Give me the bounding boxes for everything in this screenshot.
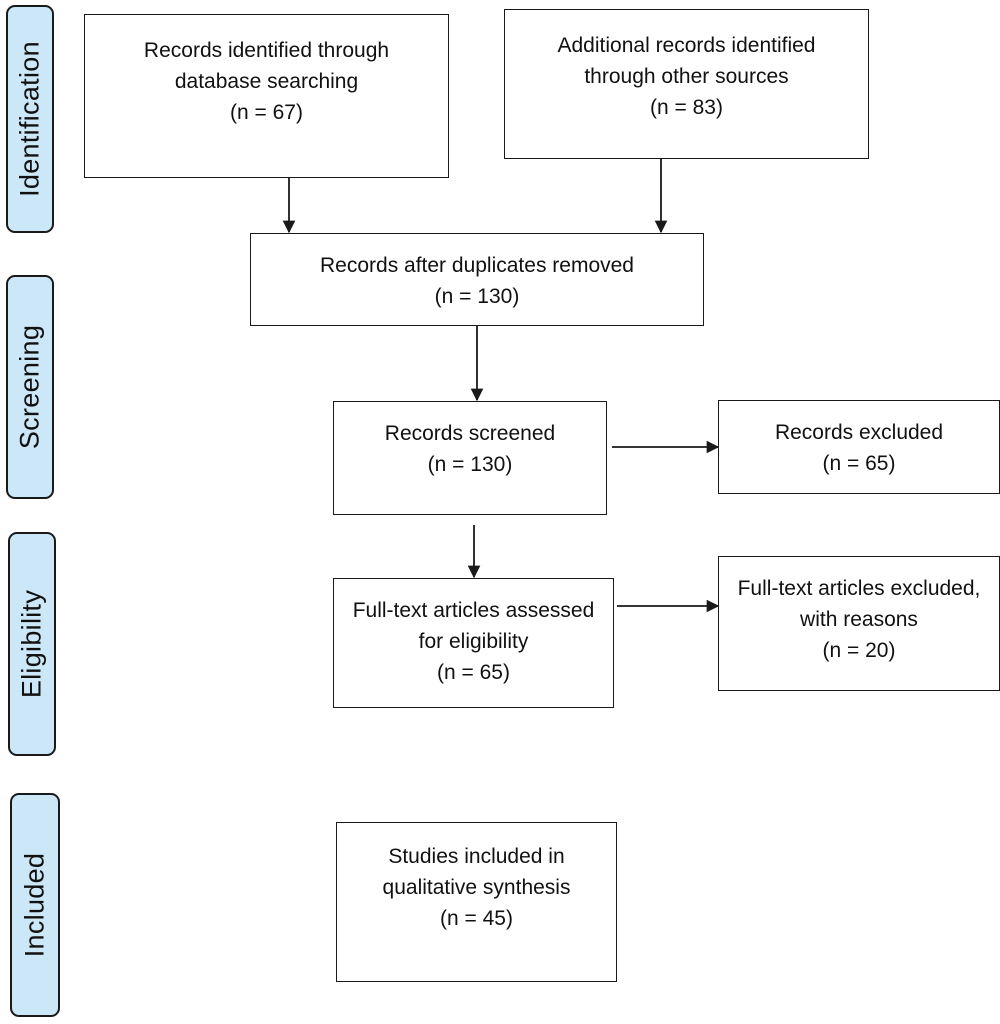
box-line: (n = 130) <box>427 453 513 476</box>
phase-included: Included <box>10 793 60 1017</box>
box-line: Studies included in <box>388 845 565 868</box>
box-line: (n = 45) <box>440 907 513 930</box>
box-line: through other sources <box>584 65 789 88</box>
box-line: (n = 65) <box>437 661 510 684</box>
phase-screening: Screening <box>6 275 54 499</box>
box-line: qualitative synthesis <box>382 876 571 899</box>
box-line: (n = 65) <box>822 452 896 475</box>
box-line: Records identified through <box>143 39 390 62</box>
box-line: Records after duplicates removed <box>320 254 634 277</box>
box-full-text-excluded: Full-text articles excluded, with reason… <box>718 556 1000 691</box>
phase-eligibility: Eligibility <box>8 532 56 756</box>
box-line: (n = 83) <box>650 96 723 119</box>
box-line: Records excluded <box>774 421 944 444</box>
box-line: (n = 67) <box>230 101 303 124</box>
box-full-text-assessed: Full-text articles assessed for eligibil… <box>333 578 614 708</box>
box-line: Additional records identified <box>557 34 816 57</box>
box-line: database searching <box>174 70 359 93</box>
box-duplicates-removed: Records after duplicates removed (n = 13… <box>250 233 704 326</box>
box-line: (n = 20) <box>822 639 896 662</box>
box-records-screened: Records screened (n = 130) <box>333 401 607 515</box>
box-records-excluded: Records excluded (n = 65) <box>718 400 1000 494</box>
box-line: Full-text articles excluded, <box>737 577 981 600</box>
box-line: Records screened <box>384 422 556 445</box>
box-line: for eligibility <box>418 630 529 653</box>
box-database-search: Records identified through database sear… <box>84 14 449 178</box>
box-other-sources: Additional records identified through ot… <box>504 9 869 159</box>
box-line: (n = 130) <box>434 285 520 308</box>
box-line: with reasons <box>800 608 918 631</box>
box-included-studies: Studies included in qualitative synthesi… <box>336 822 617 982</box>
phase-identification: Identification <box>6 5 54 233</box>
box-line: Full-text articles assessed <box>352 599 595 622</box>
